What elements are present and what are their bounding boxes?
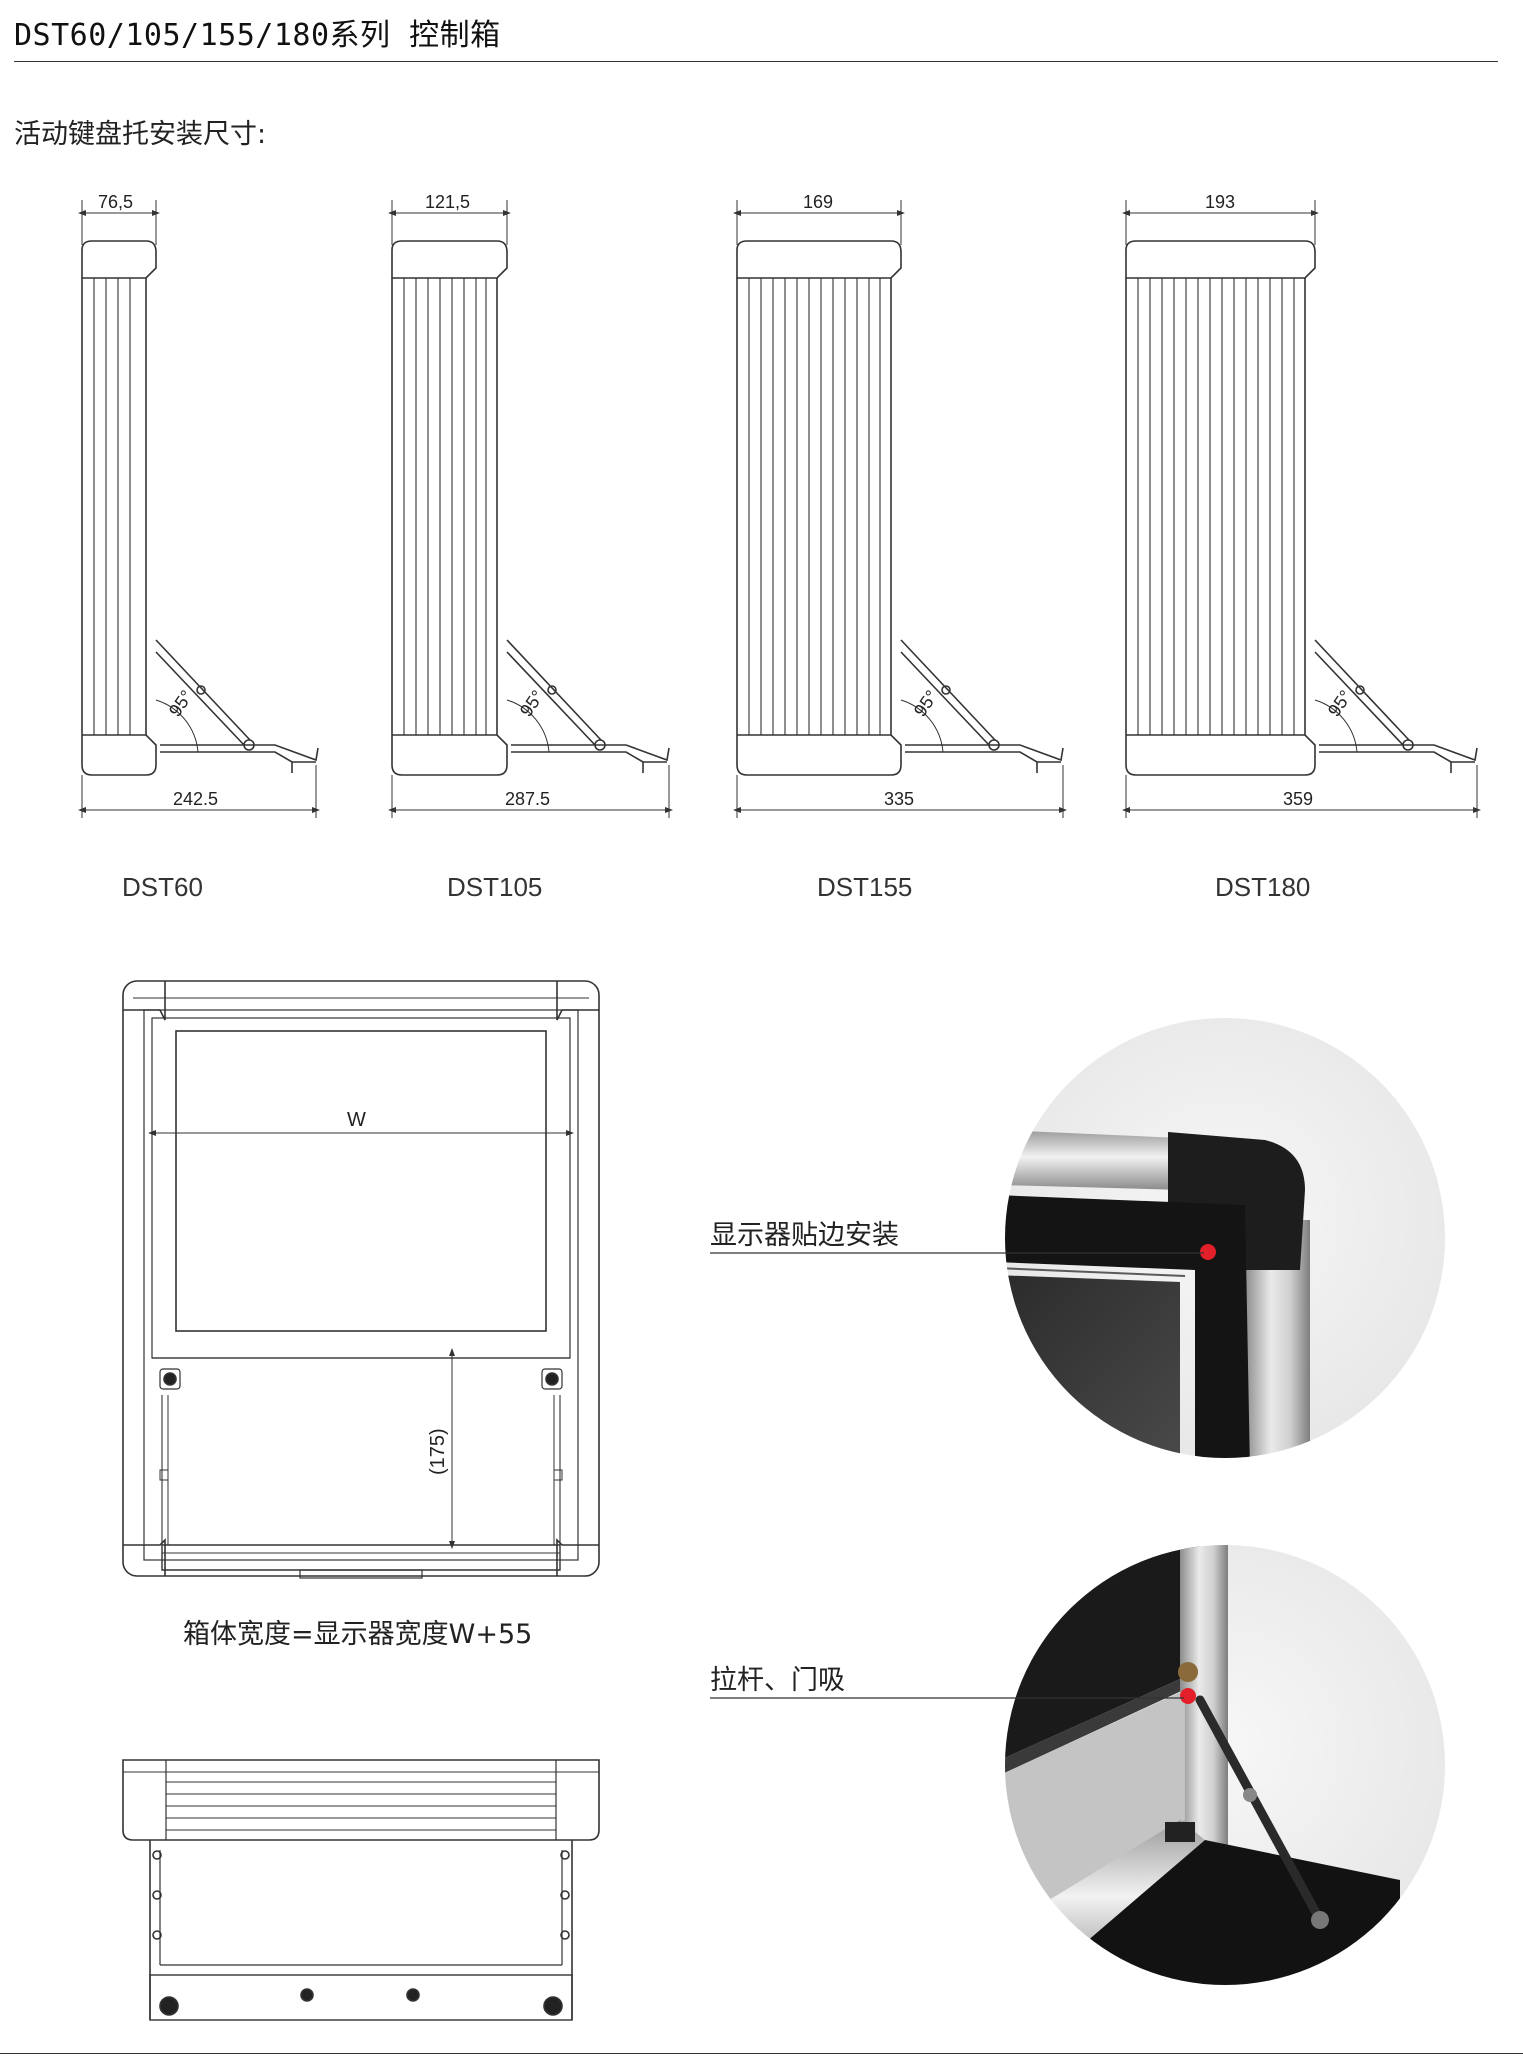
total-dim-line-dst180 (1122, 765, 1481, 818)
height-dim-label: (175) (427, 1428, 449, 1475)
total-dim-dst180: 359 (1283, 789, 1313, 809)
total-dim-line-dst155 (733, 765, 1067, 818)
total-dim-dst105: 287.5 (505, 789, 550, 809)
photo-strut-door-catch (1005, 1545, 1445, 1985)
total-dim-line-dst60 (78, 765, 320, 818)
side-view-dst60 (78, 200, 319, 776)
angle-dim-dst180: 95° (1324, 687, 1356, 721)
top-view-drawing (122, 1759, 600, 2021)
photo-display-edge-mount (1005, 1018, 1445, 1458)
model-label-dst105: DST105 (447, 872, 543, 902)
depth-dim-dst105: 121,5 (425, 192, 470, 212)
page-title: DST60/105/155/180系列 控制箱 (14, 18, 501, 53)
angle-dim-dst155: 95° (910, 687, 942, 721)
model-label-dst155: DST155 (817, 872, 913, 902)
header-divider (14, 61, 1498, 62)
depth-dim-dst180: 193 (1205, 192, 1235, 212)
side-view-dst105 (388, 200, 670, 776)
section-subtitle: 活动键盘托安装尺寸: (14, 119, 267, 150)
callout-strut: 拉杆、门吸 (710, 1665, 845, 1696)
callout-display-mount: 显示器贴边安装 (710, 1220, 899, 1251)
angle-dim-dst60: 95° (165, 687, 197, 721)
depth-dim-dst155: 169 (803, 192, 833, 212)
angle-dim-dst105: 95° (516, 687, 548, 721)
total-dim-dst155: 335 (884, 789, 914, 809)
width-dim-label: W (347, 1109, 366, 1131)
total-dim-line-dst105 (388, 765, 673, 818)
side-view-dst155 (733, 200, 1064, 776)
depth-dim-dst60: 76,5 (98, 192, 133, 212)
total-dim-dst60: 242.5 (173, 789, 218, 809)
footer-divider (0, 2053, 1523, 2054)
model-label-dst180: DST180 (1215, 872, 1311, 902)
width-formula-caption: 箱体宽度=显示器宽度W+55 (183, 1619, 533, 1650)
side-view-dst180 (1122, 200, 1478, 776)
model-label-dst60: DST60 (122, 872, 203, 902)
front-view-drawing (122, 980, 600, 1579)
